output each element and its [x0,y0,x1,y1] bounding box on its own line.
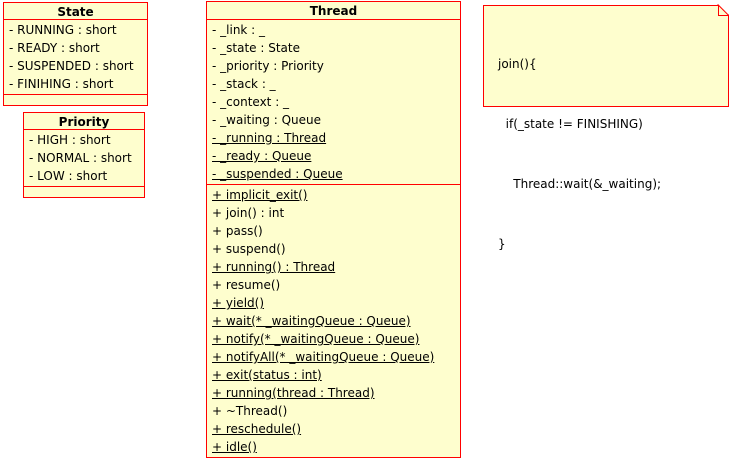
operation-row: + resume() [207,276,460,294]
operation-row: + join() : int [207,204,460,222]
operation-row-static: + idle() [207,438,460,456]
attribute-text: - NORMAL : short [29,151,132,165]
class-title-state: State [4,3,147,20]
operation-row-static: + running() : Thread [207,258,460,276]
class-title-priority: Priority [24,113,144,130]
operation-row-static: + reschedule() [207,420,460,438]
note-line: } [498,237,506,251]
operation-text: + idle() [212,440,257,454]
operation-row: + suspend() [207,240,460,258]
attribute-row: - _context : _ [207,93,460,111]
operation-text: + notify(* _waitingQueue : Queue) [212,332,420,346]
attribute-text: - _waiting : Queue [212,113,322,127]
attribute-row: - LOW : short [24,167,144,185]
operation-text: + exit(status : int) [212,368,322,382]
operation-row-static: + notifyAll(* _waitingQueue : Queue) [207,348,460,366]
note-line: join(){ [498,57,537,71]
note-text: join(){ if(_state != FINISHING) Thread::… [484,6,728,300]
note-line: if(_state != FINISHING) [498,117,643,131]
class-operations-priority [24,186,144,197]
attribute-row-static: - _ready : Queue [207,147,460,165]
attribute-text: - _link : _ [212,23,266,37]
class-operations-state [4,94,147,105]
operation-text: + suspend() [212,242,286,256]
attribute-text: - RUNNING : short [9,23,117,37]
class-box-priority[interactable]: Priority - HIGH : short - NORMAL : short… [23,112,145,198]
note-line: Thread::wait(&_waiting); [498,177,662,191]
operation-text: + running() : Thread [212,260,336,274]
attribute-text: - _context : _ [212,95,290,109]
attribute-row: - _priority : Priority [207,57,460,75]
operation-text: + yield() [212,296,265,310]
attribute-text: - HIGH : short [29,133,111,147]
operation-row: + ~Thread() [207,402,460,420]
attribute-row: - READY : short [4,39,147,57]
operation-row-static: + wait(* _waitingQueue : Queue) [207,312,460,330]
operation-row-static: + exit(status : int) [207,366,460,384]
class-box-thread[interactable]: Thread - _link : _ - _state : State - _p… [206,1,461,458]
attribute-row: - SUSPENDED : short [4,57,147,75]
attribute-row: - RUNNING : short [4,21,147,39]
attribute-text: - _running : Thread [212,131,327,145]
attribute-text: - READY : short [9,41,100,55]
operation-text: + reschedule() [212,422,302,436]
note-fold-corner-icon [718,5,729,16]
attribute-text: - _ready : Queue [212,149,312,163]
attribute-text: - SUSPENDED : short [9,59,134,73]
operation-row: + pass() [207,222,460,240]
note-box-join-implementation[interactable]: join(){ if(_state != FINISHING) Thread::… [483,5,729,251]
attribute-row: - _stack : _ [207,75,460,93]
attribute-row: - _waiting : Queue [207,111,460,129]
class-attributes-thread: - _link : _ - _state : State - _priority… [207,20,460,184]
attribute-text: - LOW : short [29,169,108,183]
operation-text: + join() : int [212,206,285,220]
operation-text: + pass() [212,224,263,238]
operation-text: + wait(* _waitingQueue : Queue) [212,314,411,328]
operation-text: + running(thread : Thread) [212,386,375,400]
class-attributes-priority: - HIGH : short - NORMAL : short - LOW : … [24,130,144,186]
operation-row-static: + notify(* _waitingQueue : Queue) [207,330,460,348]
class-box-state[interactable]: State - RUNNING : short - READY : short … [3,2,148,106]
attribute-text: - _state : State [212,41,300,55]
operation-text: + ~Thread() [212,404,288,418]
attribute-text: - _suspended : Queue [212,167,343,181]
operation-row-static: + running(thread : Thread) [207,384,460,402]
attribute-text: - _priority : Priority [212,59,324,73]
class-title-thread: Thread [207,2,460,20]
attribute-row: - FINIHING : short [4,75,147,93]
attribute-text: - _stack : _ [212,77,276,91]
operation-text: + notifyAll(* _waitingQueue : Queue) [212,350,435,364]
attribute-row: - _link : _ [207,21,460,39]
attribute-text: - FINIHING : short [9,77,114,91]
attribute-row: - _state : State [207,39,460,57]
class-attributes-state: - RUNNING : short - READY : short - SUSP… [4,20,147,94]
attribute-row: - HIGH : short [24,131,144,149]
operation-text: + resume() [212,278,281,292]
class-operations-thread: + implicit_exit() + join() : int + pass(… [207,184,460,457]
operation-text: + implicit_exit() [212,188,308,202]
operation-row-static: + implicit_exit() [207,186,460,204]
attribute-row-static: - _suspended : Queue [207,165,460,183]
attribute-row: - NORMAL : short [24,149,144,167]
attribute-row-static: - _running : Thread [207,129,460,147]
operation-row-static: + yield() [207,294,460,312]
